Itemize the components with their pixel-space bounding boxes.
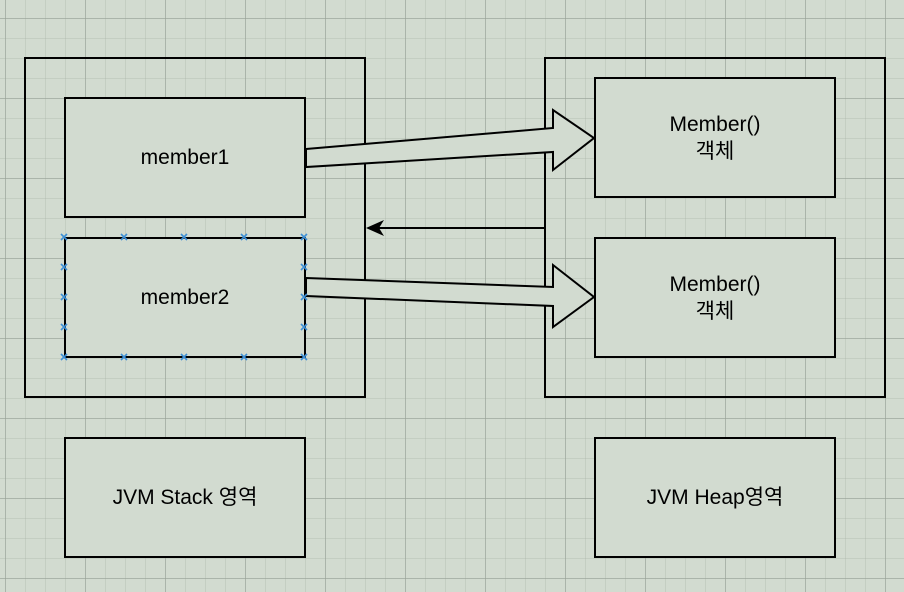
heap-area-label[interactable]: JVM Heap영역 — [594, 437, 836, 558]
stack-var-member2[interactable]: member2 — [64, 237, 306, 358]
object-title: Member() — [669, 112, 761, 136]
stack-area-label[interactable]: JVM Stack 영역 — [64, 437, 306, 558]
object-subtitle: 객체 — [695, 299, 735, 323]
object-title: Member() — [669, 272, 761, 296]
var-label: member1 — [140, 146, 230, 169]
heap-container[interactable] — [544, 57, 886, 398]
area-label: JVM Heap영역 — [646, 486, 784, 509]
var-label: member2 — [140, 286, 230, 309]
area-label: JVM Stack 영역 — [112, 486, 258, 509]
heap-object-2[interactable]: Member() 객체 — [594, 237, 836, 358]
stack-container[interactable] — [24, 57, 366, 398]
heap-object-1[interactable]: Member() 객체 — [594, 77, 836, 198]
return-arrowhead-icon — [366, 220, 384, 236]
stack-var-member1[interactable]: member1 — [64, 97, 306, 218]
object-subtitle: 객체 — [695, 139, 735, 163]
